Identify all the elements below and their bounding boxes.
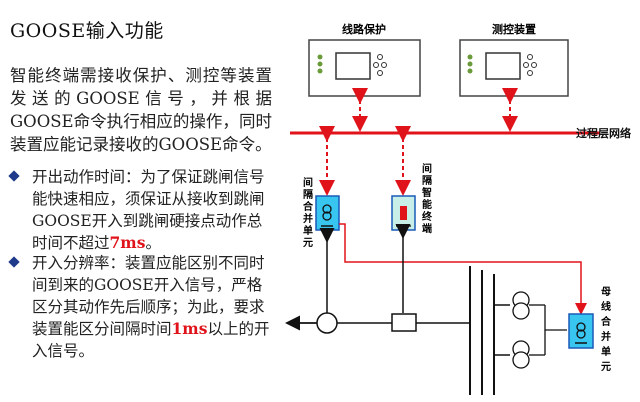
svg-text:间: 间 — [303, 176, 313, 189]
svg-text:合: 合 — [302, 200, 314, 213]
svg-text:间: 间 — [422, 162, 432, 175]
svg-text:智: 智 — [422, 186, 432, 199]
smart-terminal-box — [391, 195, 416, 231]
svg-text:单: 单 — [601, 345, 611, 358]
bullet-item-2: 开入分辨率：装置应能区别不同时间到来的GOOSE开入信号，严格区分其动作先后顺序… — [8, 252, 272, 362]
svg-text:隔: 隔 — [422, 175, 432, 187]
smart-terminal-label: 间 隔 智 能 终 端 — [422, 162, 433, 235]
busbars — [469, 266, 510, 395]
red-sv-link — [339, 223, 587, 315]
bullet-item-1: 开出动作时间：为了保证跳闸信号能快速相应，须保证从接收到跳闸GOOSE开入到跳闸… — [8, 166, 272, 254]
bus-merge-unit-label: 母 线 合 并 单 元 — [600, 286, 612, 373]
svg-text:合: 合 — [600, 315, 612, 328]
svg-text:并: 并 — [303, 212, 313, 225]
bullet-2-end: 以上的开入信号。 — [32, 320, 270, 360]
svg-text:元: 元 — [303, 237, 313, 249]
svg-text:单: 单 — [303, 224, 313, 237]
svg-text:终: 终 — [422, 210, 433, 223]
device-1-label: 线路保护 — [342, 22, 386, 36]
bullet-2-highlight: 1ms — [171, 319, 208, 338]
device-2-label: 测控装置 — [492, 22, 536, 36]
svg-text:端: 端 — [422, 222, 432, 235]
svg-text:元: 元 — [601, 361, 611, 373]
network-label: 过程层网络 — [576, 126, 631, 140]
svg-text:线: 线 — [601, 300, 611, 313]
bus-merge-unit-box — [568, 313, 594, 349]
svg-text:能: 能 — [422, 198, 432, 211]
bullet-1-highlight: 7ms — [109, 233, 146, 252]
bullet-2-text: 开入分辨率：装置应能区别不同时间到来的GOOSE开入信号，严格区分其动作先后顺序… — [32, 254, 265, 338]
voltage-transformer-icon — [512, 291, 567, 369]
page-title: GOOSE输入功能 — [10, 20, 164, 42]
svg-text:并: 并 — [601, 330, 611, 343]
svg-text:隔: 隔 — [303, 189, 313, 201]
measure-control-device — [459, 39, 569, 97]
merge-unit-label: 间 隔 合 并 单 元 — [302, 176, 314, 249]
svg-text:母: 母 — [601, 286, 611, 298]
line-protection-device — [308, 39, 421, 97]
bullet-1-end: 。 — [145, 234, 161, 252]
current-transformer-icon — [316, 312, 338, 334]
breaker-icon — [391, 313, 417, 332]
intro-paragraph: 智能终端需接收保护、测控等装置发送的GOOSE信号，并根据GOOSE命令执行相应… — [10, 66, 272, 154]
merge-unit-box — [315, 195, 340, 231]
bullet-1-text: 开出动作时间：为了保证跳闸信号能快速相应，须保证从接收到跳闸GOOSE开入到跳闸… — [32, 168, 265, 252]
